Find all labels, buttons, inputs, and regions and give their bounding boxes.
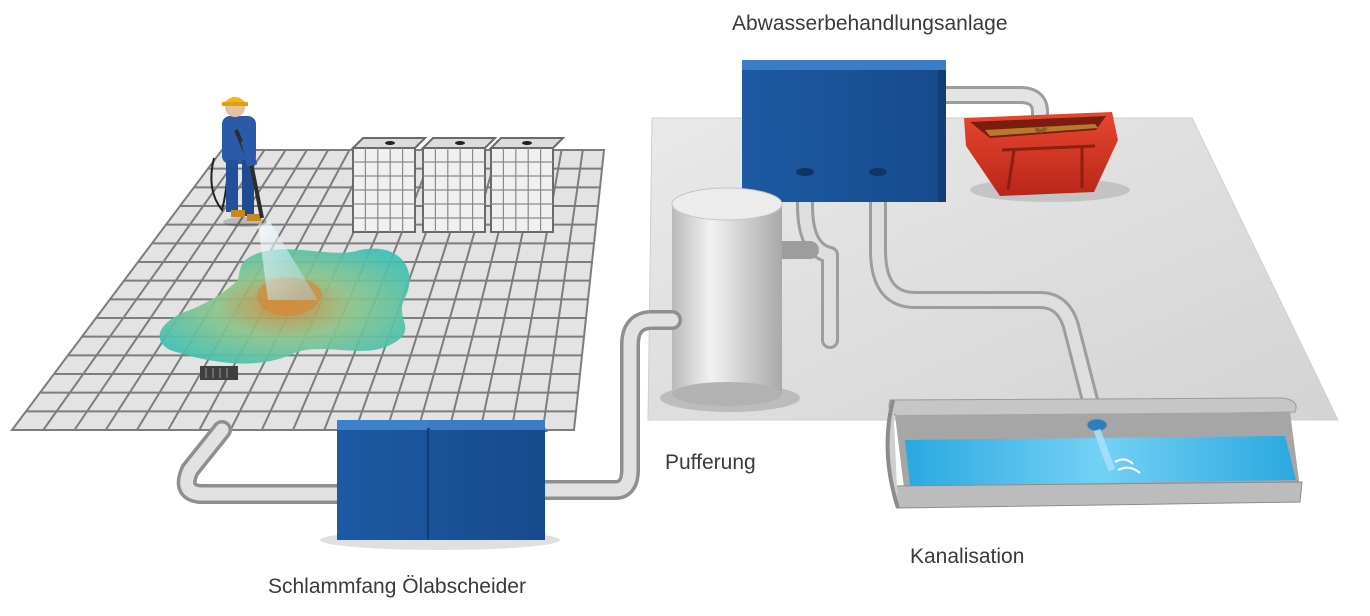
treatment-plant-unit bbox=[742, 60, 946, 202]
label-separator: Schlammfang Ölabscheider bbox=[268, 575, 526, 598]
floor-grid-line bbox=[541, 149, 584, 431]
ibc-tanks bbox=[350, 137, 566, 233]
waste-skip-icon bbox=[964, 112, 1130, 202]
floor-grid-line bbox=[42, 149, 245, 431]
platform-pipes bbox=[771, 86, 1104, 429]
worker-with-pressure-washer-icon bbox=[210, 97, 267, 227]
water-spray bbox=[258, 222, 318, 300]
label-treatment-plant: Abwasserbehandlungsanlage bbox=[732, 12, 1008, 35]
sludge-trap-oil-separator bbox=[320, 420, 560, 550]
buffer-tank bbox=[660, 187, 800, 412]
floor-grid-line bbox=[136, 149, 308, 431]
sewer-channel bbox=[885, 397, 1303, 509]
label-buffer: Pufferung bbox=[665, 451, 756, 474]
drain-pipes bbox=[176, 310, 682, 504]
floor-drain-icon bbox=[200, 366, 238, 380]
label-sewer: Kanalisation bbox=[910, 545, 1025, 568]
floor-grid-line bbox=[104, 149, 287, 431]
